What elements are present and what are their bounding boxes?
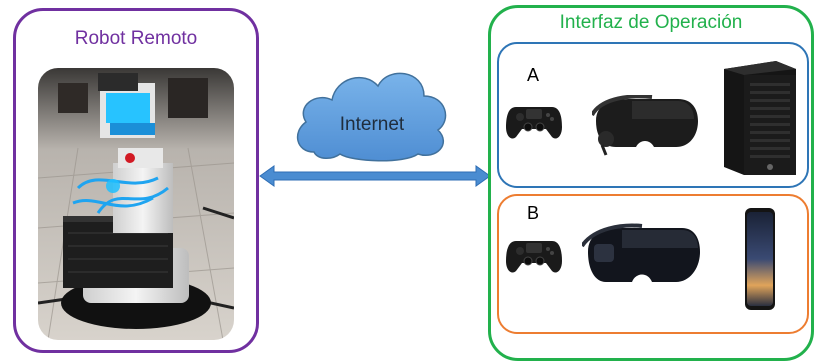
desktop-tower-icon [716,59,798,177]
internet-label: Internet [339,114,405,135]
robot-photo [38,68,234,340]
vr-headset-icon [592,95,702,157]
mobile-vr-headset-icon [582,222,702,290]
smartphone-icon [744,207,776,311]
internet-cloud-icon [292,60,452,164]
gamepad-icon [506,237,562,277]
gamepad-icon [506,103,562,143]
setup-a-box [497,42,809,188]
bidirectional-arrow-icon [258,164,492,188]
setup-b-box [497,194,809,334]
setup-b-label: B [527,203,540,223]
robot-panel-title: Robot Remoto [74,28,198,49]
setup-a-label: A [527,65,540,85]
robot-panel [13,8,259,353]
operation-interface-panel [488,5,814,361]
operation-panel-title: Interfaz de Operación [559,12,743,33]
